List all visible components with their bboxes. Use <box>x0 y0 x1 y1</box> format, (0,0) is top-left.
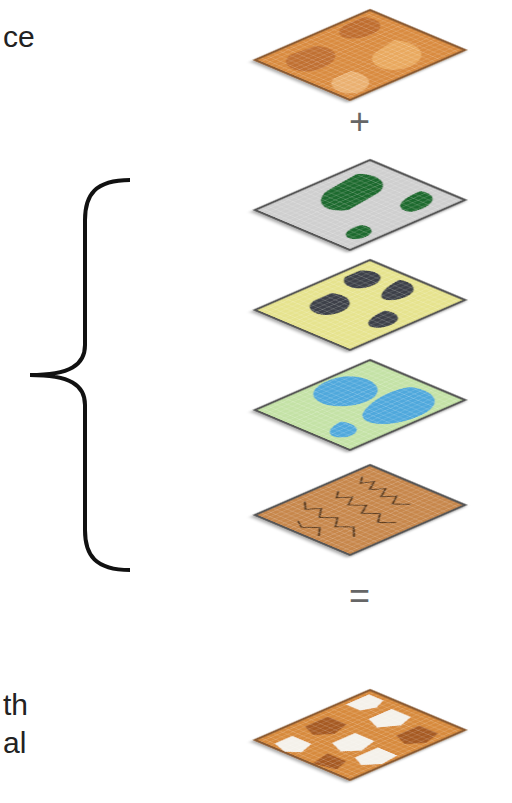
water-layer <box>255 360 465 450</box>
terrain-layer <box>255 465 465 555</box>
partial-label: ce <box>3 22 35 52</box>
vegetation-layer <box>255 160 465 250</box>
partial-label: th <box>3 690 28 720</box>
result-layer <box>255 690 465 780</box>
plus-sign: + <box>349 104 370 140</box>
partial-label: al <box>3 728 26 758</box>
surface-layer <box>255 10 465 100</box>
land-use-layer <box>255 260 465 350</box>
curly-bracket <box>30 180 130 570</box>
equals-sign: = <box>349 578 370 614</box>
